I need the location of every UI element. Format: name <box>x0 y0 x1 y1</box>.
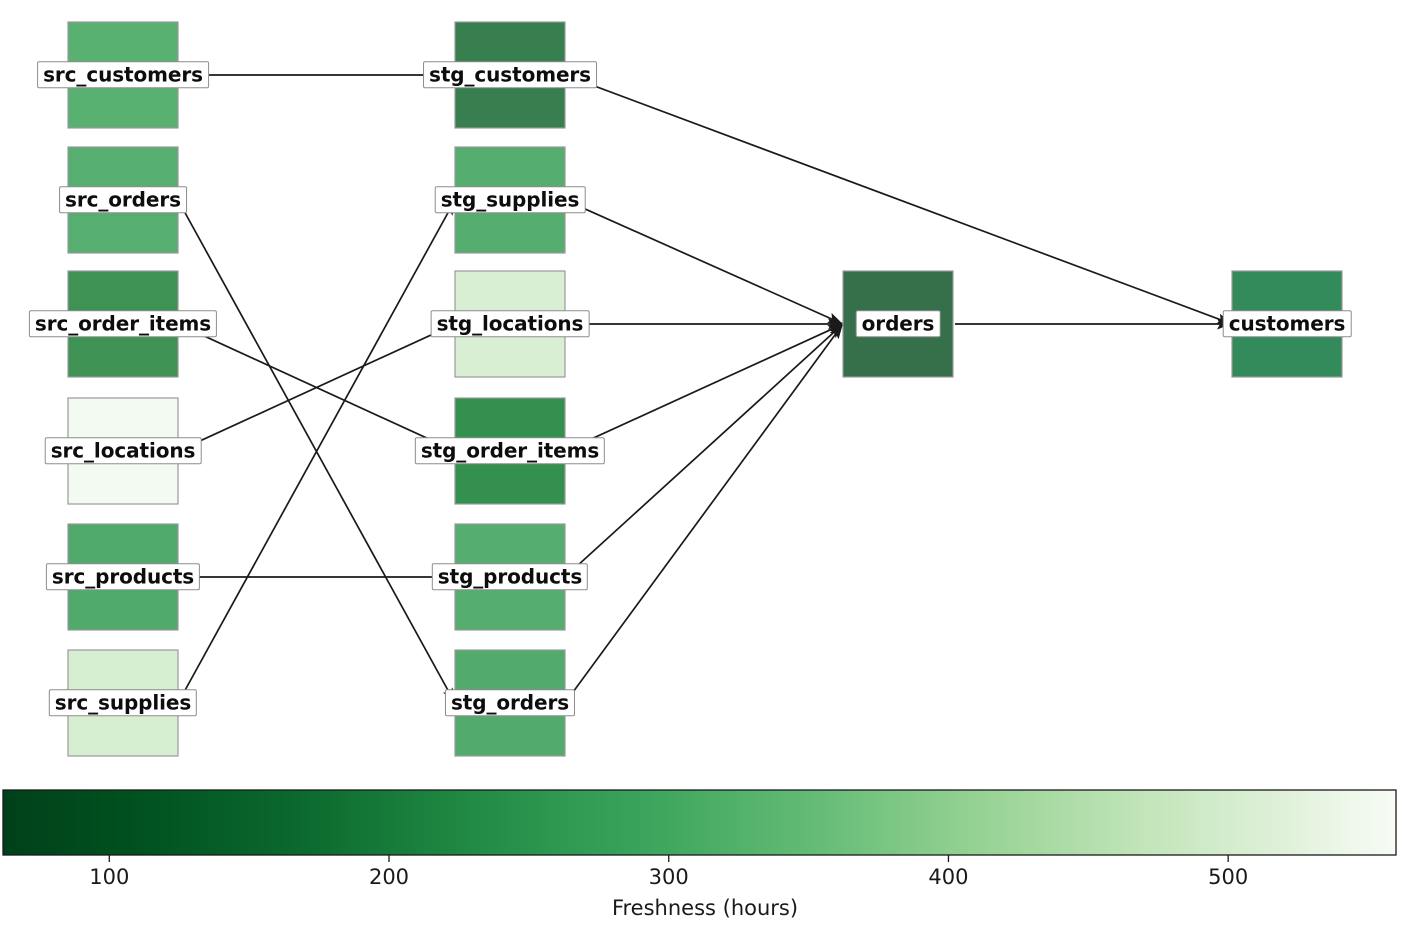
edge-stg_order_items-to-orders <box>566 323 843 451</box>
colorbar-gradient <box>2 789 1397 856</box>
node-label-orders[interactable]: orders <box>855 310 941 338</box>
colorbar-tick-label-300: 300 <box>648 865 689 889</box>
edge-stg_products-to-orders <box>565 324 843 577</box>
node-label-src_locations[interactable]: src_locations <box>44 437 202 465</box>
node-label-customers[interactable]: customers <box>1222 310 1352 338</box>
node-label-src_orders[interactable]: src_orders <box>59 186 187 214</box>
colorbar-group <box>2 789 1397 862</box>
node-label-stg_orders[interactable]: stg_orders <box>444 689 576 717</box>
colorbar-tick-label-400: 400 <box>928 865 969 889</box>
edge-src_locations-to-stg_locations <box>179 323 455 451</box>
node-label-stg_order_items[interactable]: stg_order_items <box>414 437 606 465</box>
colorbar-tick-label-500: 500 <box>1208 865 1249 889</box>
node-label-stg_customers[interactable]: stg_customers <box>423 61 597 89</box>
node-label-stg_products[interactable]: stg_products <box>431 563 589 591</box>
node-label-src_products[interactable]: src_products <box>45 563 201 591</box>
node-label-stg_supplies[interactable]: stg_supplies <box>434 186 586 214</box>
nodes-group <box>67 21 1343 757</box>
colorbar-ticks <box>108 855 1229 862</box>
node-label-stg_locations[interactable]: stg_locations <box>430 310 590 338</box>
edges-group <box>178 69 1232 703</box>
edge-stg_customers-to-customers <box>566 74 1232 325</box>
node-label-src_supplies[interactable]: src_supplies <box>48 689 198 717</box>
node-label-src_customers[interactable]: src_customers <box>37 61 209 89</box>
colorbar-tick-label-100: 100 <box>89 865 130 889</box>
node-label-src_order_items[interactable]: src_order_items <box>28 310 218 338</box>
colorbar-title: Freshness (hours) <box>611 896 799 920</box>
edge-stg_supplies-to-orders <box>566 200 843 325</box>
colorbar-tick-label-200: 200 <box>368 865 410 889</box>
edge-src_supplies-to-stg_supplies <box>178 200 456 702</box>
edge-stg_orders-to-orders <box>565 324 844 702</box>
